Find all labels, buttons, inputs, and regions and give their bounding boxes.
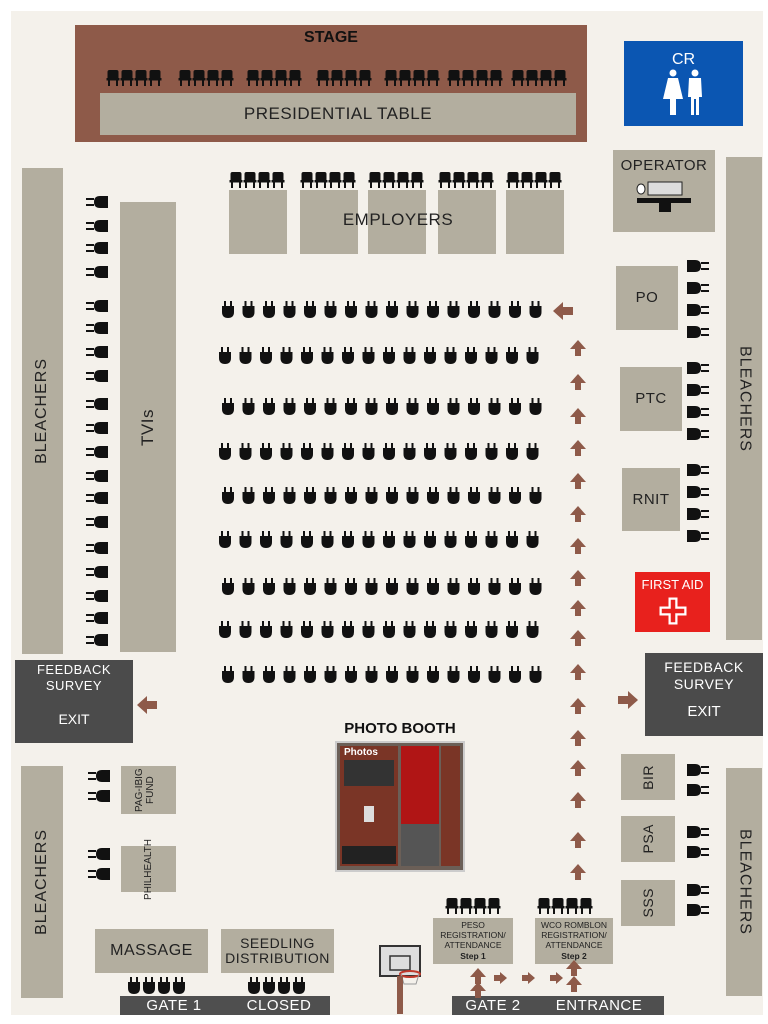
seedling-distribution-booth: SEEDLING DISTRIBUTION (221, 929, 334, 973)
employer-booth-4 (438, 190, 496, 254)
photo-tray (342, 846, 396, 864)
photo-strip-display (344, 760, 394, 786)
bleachers-right-bottom: BLEACHERS (726, 768, 762, 996)
pagibig-booth: PAG-IBIG FUND (121, 766, 176, 814)
sss-booth: SSS (621, 880, 675, 926)
first-aid-station: FIRST AID (635, 572, 710, 632)
po-booth: PO (616, 266, 678, 330)
bleachers-right-top: BLEACHERS (726, 157, 762, 640)
employer-booth-1 (229, 190, 287, 254)
exit-label: EXIT (687, 702, 721, 720)
employers-label: EMPLOYERS (342, 210, 454, 229)
gate-closed: CLOSED (228, 996, 330, 1015)
operator-label: OPERATOR (620, 157, 708, 174)
booth-curtain (401, 746, 439, 824)
employer-booth-3 (368, 190, 426, 254)
employer-booth-5 (506, 190, 564, 254)
gate-2: GATE 2 (452, 996, 534, 1015)
medical-cross-icon (658, 596, 688, 626)
stage-title: STAGE (304, 29, 358, 46)
feedback-survey-label: FEEDBACK SURVEY (664, 659, 744, 692)
operator-booth: OPERATOR (613, 150, 715, 232)
first-aid-label: FIRST AID (641, 577, 704, 592)
booth-side-panel (441, 746, 460, 866)
feedback-exit-right: FEEDBACK SURVEY EXIT (645, 653, 763, 736)
ptc-booth: PTC (620, 367, 682, 431)
bleachers-left-bottom: BLEACHERS (21, 766, 63, 998)
computer-icon (636, 181, 691, 212)
basketball-hoop-icon (379, 945, 421, 1014)
bir-booth: BIR (621, 754, 675, 800)
exit-label: EXIT (58, 711, 90, 728)
feedback-survey-label: FEEDBACK SURVEY (36, 662, 112, 693)
photo-booth-title: PHOTO BOOTH (344, 720, 456, 737)
presidential-table: PRESIDENTIAL TABLE (100, 93, 576, 135)
entrance: ENTRANCE (534, 996, 664, 1015)
philhealth-booth: PHILHEALTH (121, 839, 176, 899)
photo-booth: Photos (335, 741, 465, 872)
cr-label: CR (671, 51, 696, 68)
employer-booth-2 (300, 190, 358, 254)
tvis-booth: TVIs (120, 202, 176, 652)
peso-registration-booth: PESO REGISTRATION/ ATTENDANCE Step 1 (433, 918, 513, 964)
booth-floor (401, 824, 439, 866)
photo-machine: Photos (340, 746, 398, 866)
photo-sign: Photos (344, 747, 378, 758)
wco-registration-booth: WCO ROMBLON REGISTRATION/ ATTENDANCE Ste… (535, 918, 613, 964)
gate-1: GATE 1 (120, 996, 228, 1015)
feedback-exit-left: FEEDBACK SURVEY EXIT (15, 660, 133, 743)
comfort-room: CR (624, 41, 743, 126)
bleachers-left-top: BLEACHERS (22, 168, 63, 654)
restroom-icon (663, 69, 702, 115)
coin-slot (364, 806, 374, 822)
massage-booth: MASSAGE (95, 929, 208, 973)
psa-booth: PSA (621, 816, 675, 862)
rnit-booth: RNIT (622, 468, 680, 531)
